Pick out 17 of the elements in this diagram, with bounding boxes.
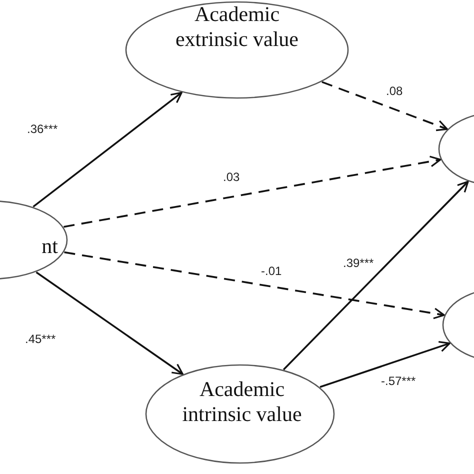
node-label: nt — [42, 234, 58, 259]
edge-label: -.57*** — [380, 374, 417, 388]
node-label: Academic intrinsic value — [181, 377, 303, 427]
arrow — [36, 271, 184, 375]
arrow — [64, 251, 445, 320]
edge-label: .03 — [222, 170, 241, 184]
arrow — [282, 180, 469, 370]
edge-label: .39*** — [342, 256, 375, 270]
arrow — [64, 156, 442, 228]
node-label: Academic extrinsic value — [174, 2, 300, 52]
edge-label: .45*** — [24, 332, 57, 346]
edge-label: -.01 — [260, 264, 283, 278]
arrow — [322, 81, 448, 132]
arrow — [32, 92, 182, 208]
edge-label: .36*** — [26, 122, 59, 136]
edge-label: .08 — [385, 84, 404, 98]
arrow — [320, 340, 450, 388]
